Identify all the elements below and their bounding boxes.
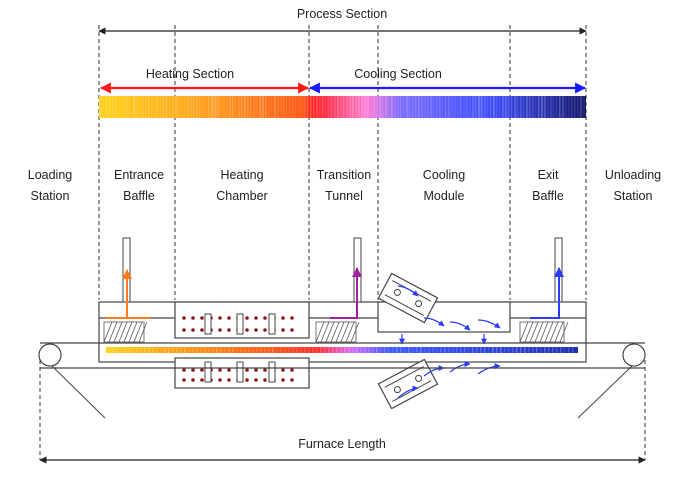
zone-boundaries bbox=[39, 25, 646, 460]
loading-station-line1: Loading bbox=[27, 168, 73, 182]
entrance-baffle-line2: Baffle bbox=[123, 189, 155, 203]
loading-station-line2: Station bbox=[30, 189, 70, 203]
entrance-baffle-line1: Entrance bbox=[113, 168, 165, 182]
entrance-baffle-label: Entrance Baffle bbox=[104, 165, 174, 207]
cooling-fan-bottom bbox=[377, 358, 439, 410]
entrance-chimney bbox=[106, 237, 150, 319]
baffle-hatching bbox=[103, 321, 569, 343]
exit-baffle-line1: Exit bbox=[537, 168, 559, 182]
transition-tunnel-line2: Tunnel bbox=[325, 189, 363, 203]
unloading-station-line1: Unloading bbox=[604, 168, 662, 182]
heating-section-label: Heating Section bbox=[145, 67, 235, 81]
process-section-label: Process Section bbox=[296, 7, 388, 21]
cooling-airflow-arrows bbox=[397, 285, 501, 399]
unloading-station-label: Unloading Station bbox=[596, 165, 670, 207]
heating-chamber-line1: Heating bbox=[220, 168, 264, 182]
conveyor-belt bbox=[38, 342, 646, 419]
exit-chimney bbox=[530, 237, 564, 319]
cooling-module-label: Cooling Module bbox=[402, 165, 486, 207]
loading-station-label: Loading Station bbox=[18, 165, 82, 207]
furnace-length-label: Furnace Length bbox=[298, 437, 386, 451]
heating-chamber-line2: Chamber bbox=[216, 189, 268, 203]
cooling-fan-top bbox=[377, 272, 439, 324]
heater-elements bbox=[182, 313, 294, 383]
cooling-module-line2: Module bbox=[423, 189, 465, 203]
exit-baffle-label: Exit Baffle bbox=[516, 165, 580, 207]
cooling-section-label: Cooling Section bbox=[354, 67, 442, 81]
transition-tunnel-line1: Transition bbox=[316, 168, 372, 182]
exit-baffle-line2: Baffle bbox=[532, 189, 564, 203]
transition-tunnel-label: Transition Tunnel bbox=[306, 165, 382, 207]
temperature-bar-texture bbox=[100, 96, 585, 118]
belt-texture bbox=[108, 347, 574, 353]
transition-chimney bbox=[330, 237, 362, 319]
heating-chamber-label: Heating Chamber bbox=[200, 165, 284, 207]
cooling-module-line1: Cooling bbox=[422, 168, 466, 182]
furnace-body bbox=[98, 301, 587, 389]
temperature-profile-bar bbox=[99, 96, 586, 118]
unloading-station-line2: Station bbox=[613, 189, 653, 203]
